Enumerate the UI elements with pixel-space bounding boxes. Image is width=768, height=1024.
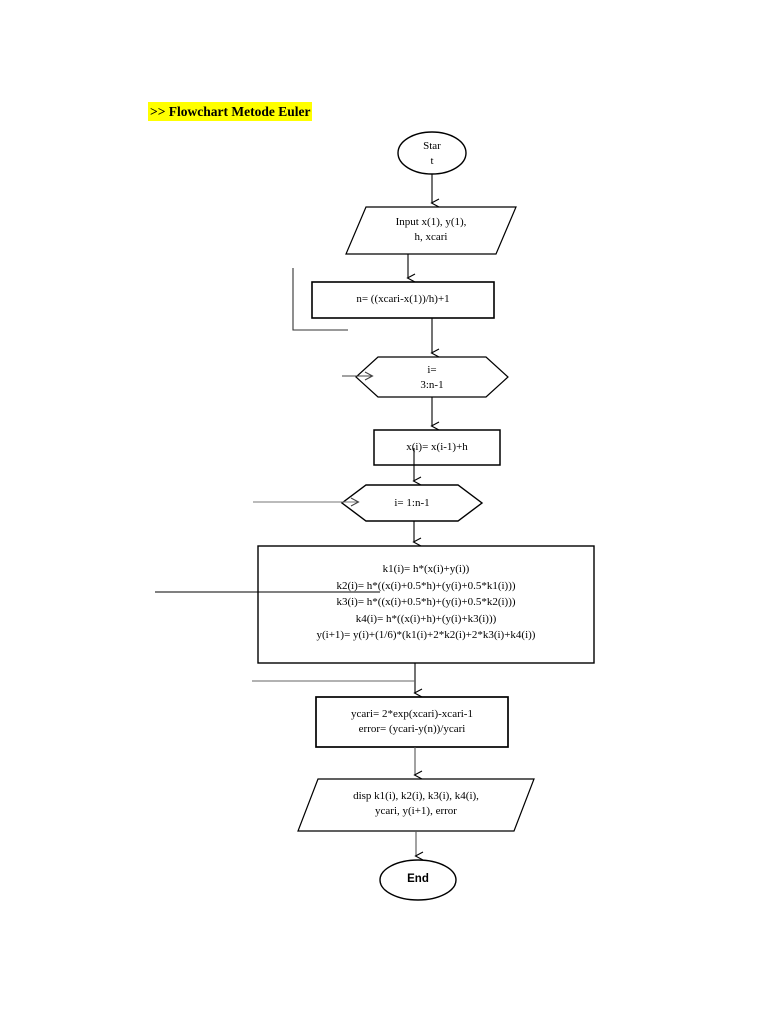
node-display-shape [297, 778, 535, 832]
node-runge-kutta-shape [257, 545, 595, 664]
page-title: >> Flowchart Metode Euler [148, 102, 313, 121]
node-input-shape [345, 206, 517, 255]
node-end-shape [379, 859, 457, 901]
node-error-calc-shape [315, 696, 509, 748]
node-calc-n-shape [311, 281, 495, 319]
node-loop-1-shape [355, 356, 509, 398]
node-calc-x-shape [373, 429, 501, 466]
node-start-shape [397, 131, 467, 175]
edge-loop-back-bracket [292, 268, 348, 331]
node-loop-2-shape [340, 484, 484, 522]
